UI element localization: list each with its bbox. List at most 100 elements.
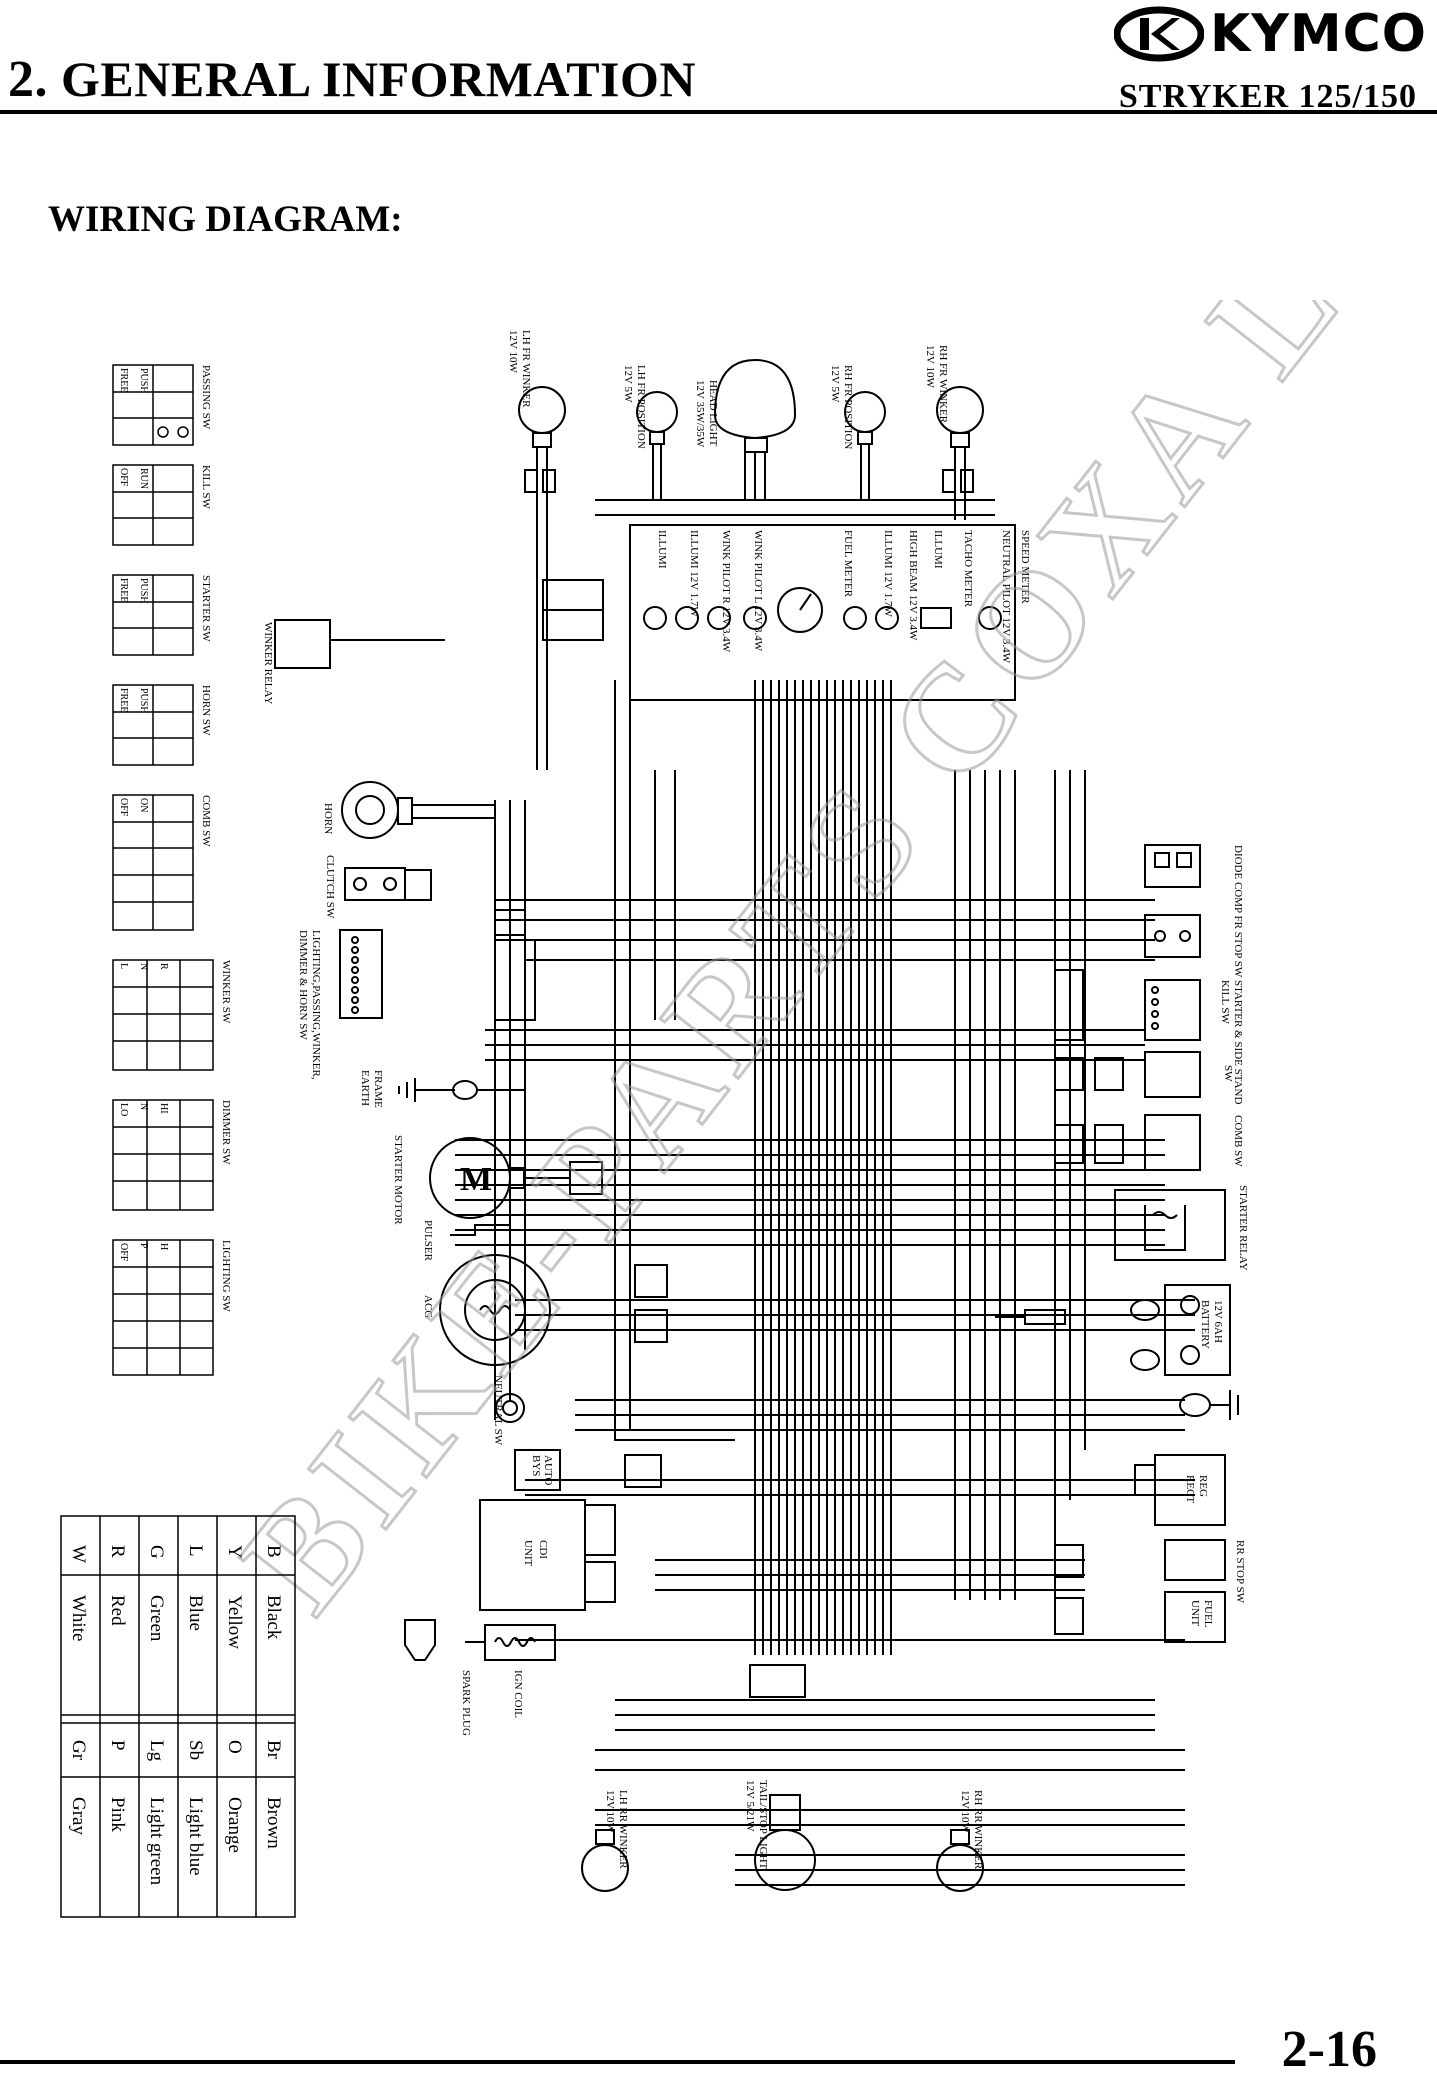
label-rh-fr-winker: RH FR WINKER <box>937 345 949 424</box>
legend-color: Red <box>107 1595 128 1626</box>
legend-color: Light green <box>146 1797 167 1886</box>
label-rh-rr-winker: RH RR WINKER <box>972 1790 984 1870</box>
label-meter-3: ILLUMI <box>932 530 944 569</box>
label-acg: ACG <box>422 1295 434 1318</box>
label-diode-comp: DIODE COMP FR STOP SW <box>1232 845 1244 978</box>
wiring-diagram: LH FR WINKER 12V 10W LH FR POSITION 12V … <box>112 300 1355 1892</box>
lighting-row-off: OFF <box>118 1243 129 1262</box>
lighting-row-h: H <box>158 1243 169 1250</box>
label-bys: BYS <box>530 1455 542 1476</box>
legend-color: Blue <box>185 1595 206 1631</box>
label-battery-spec: 12V 6AH <box>1212 1300 1224 1343</box>
auto-bystarter <box>514 1449 561 1491</box>
comb-row-on: ON <box>138 798 149 812</box>
legend-color: White <box>68 1595 89 1641</box>
kill-row-off: OFF <box>118 468 129 487</box>
legend-code: Gr <box>68 1740 89 1761</box>
legend-code: L <box>185 1545 206 1557</box>
section-heading: WIRING DIAGRAM: <box>48 199 403 240</box>
lh-fr-winker-lamp <box>518 386 566 770</box>
acg-generator <box>439 1224 668 1366</box>
label-meter-2: TACHO METER <box>962 530 974 608</box>
section-number: 2. <box>8 51 48 108</box>
label-meter-9: ILLUMI 12V 1.7W <box>688 530 700 617</box>
head-light-lamp <box>713 358 797 500</box>
label-rh-rr-winker-spec: 12V 10W <box>959 1790 971 1833</box>
label-winker-relay: WINKER RELAY <box>262 622 274 704</box>
label-starter-sw: STARTER SW <box>200 575 212 642</box>
label-kill-sw: KILL SW <box>1219 980 1231 1025</box>
label-handle-sw-1: LIGHTING,PASSING,WINKER, <box>310 930 322 1080</box>
label-kill-sw-table: KILL SW <box>200 465 212 510</box>
winker-row-r: R <box>158 963 169 970</box>
footer-rule <box>0 2060 1235 2064</box>
label-tail-stop-spec: 12V 5/21W <box>744 1780 756 1832</box>
label-meter-6: FUEL METER <box>842 530 854 598</box>
label-head-light: HEAD LIGHT <box>707 380 719 447</box>
kymco-emblem-icon <box>1113 6 1204 62</box>
section-title-text: GENERAL INFORMATION <box>61 51 697 107</box>
legend-code: W <box>68 1545 89 1563</box>
label-battery: BATTERY <box>1199 1300 1211 1349</box>
label-frame: FRAME <box>372 1070 384 1108</box>
label-tail-stop: TAIL/STOP LIGHT <box>757 1780 769 1870</box>
comb-switch <box>1054 1114 1201 1171</box>
tail-stop-lamp <box>754 1794 816 1891</box>
regulator-rectifier <box>1134 1454 1226 1526</box>
rh-fr-winker-lamp <box>936 386 984 520</box>
legend-color: Green <box>146 1595 167 1642</box>
label-head-light-spec: 12V 35W/35W <box>694 380 706 448</box>
label-unit: UNIT <box>522 1540 534 1567</box>
label-horn-sw: HORN SW <box>200 685 212 736</box>
label-lh-rr-winker-spec: 12V 10W <box>604 1790 616 1833</box>
label-earth: EARTH <box>359 1070 371 1106</box>
page-number: 2-16 <box>1281 2021 1377 2078</box>
legend-color: Yellow <box>224 1595 245 1649</box>
label-rh-fr-winker-spec: 12V 10W <box>924 345 936 388</box>
label-rh-fr-position: RH FR POSITION <box>842 365 854 449</box>
label-rr-stop-sw: RR STOP SW <box>1234 1540 1246 1604</box>
clutch-switch <box>344 867 432 901</box>
legend-code: G <box>146 1545 167 1559</box>
page-section-title: 2. GENERAL INFORMATION <box>8 50 696 109</box>
legend-code: O <box>224 1740 245 1754</box>
legend-color: Brown <box>263 1797 284 1849</box>
label-side-stand-sw: SW <box>1222 1065 1234 1082</box>
ignition-coil <box>465 1624 556 1661</box>
legend-code: Br <box>263 1740 284 1760</box>
label-passing-sw: PASSING SW <box>200 365 212 430</box>
label-spark-plug: SPARK PLUG <box>460 1670 472 1736</box>
brand-name: KYMCO <box>1209 4 1427 64</box>
frame-earth <box>398 1078 525 1102</box>
legend-code: Y <box>224 1545 245 1559</box>
starter-motor <box>429 1137 603 1219</box>
rh-rr-winker-lamp <box>936 1829 984 1892</box>
switch-tables <box>112 364 214 1376</box>
comb-row-off: OFF <box>118 798 129 817</box>
fuel-unit <box>1054 1591 1226 1643</box>
starter-relay <box>1114 1189 1226 1261</box>
horn-row-free: FREE <box>118 688 129 712</box>
neutral-switch <box>495 1393 525 1423</box>
rr-stop-switch <box>1054 1539 1226 1581</box>
legend-code: R <box>107 1545 128 1558</box>
battery <box>995 1284 1231 1376</box>
label-rect: RECT <box>1184 1475 1196 1503</box>
winker-row-l: L <box>118 963 129 969</box>
label-neutral-sw: NEUTRAL SW <box>492 1375 504 1446</box>
label-rh-fr-position-spec: 12V 5W <box>829 365 841 403</box>
legend-color: Light blue <box>185 1797 206 1876</box>
dimmer-row-lo: LO <box>118 1103 129 1116</box>
label-starter-side-stand: STARTER & SIDE STAND <box>1232 980 1244 1104</box>
label-horn: HORN <box>322 803 334 834</box>
label-cdi: CDI <box>537 1540 549 1559</box>
label-meter-4: HIGH BEAM 12V 3.4W <box>907 530 919 641</box>
rh-fr-position-lamp <box>844 391 886 500</box>
dimmer-row-n: N <box>138 1103 149 1110</box>
lh-rr-winker-lamp <box>581 1829 629 1892</box>
label-winker-sw: WINKER SW <box>220 960 232 1024</box>
winker-row-n: N <box>138 963 149 970</box>
label-starter-relay: STARTER RELAY <box>1237 1185 1249 1271</box>
label-lh-fr-position-spec: 12V 5W <box>622 365 634 403</box>
label-lighting-sw: LIGHTING SW <box>220 1240 232 1312</box>
